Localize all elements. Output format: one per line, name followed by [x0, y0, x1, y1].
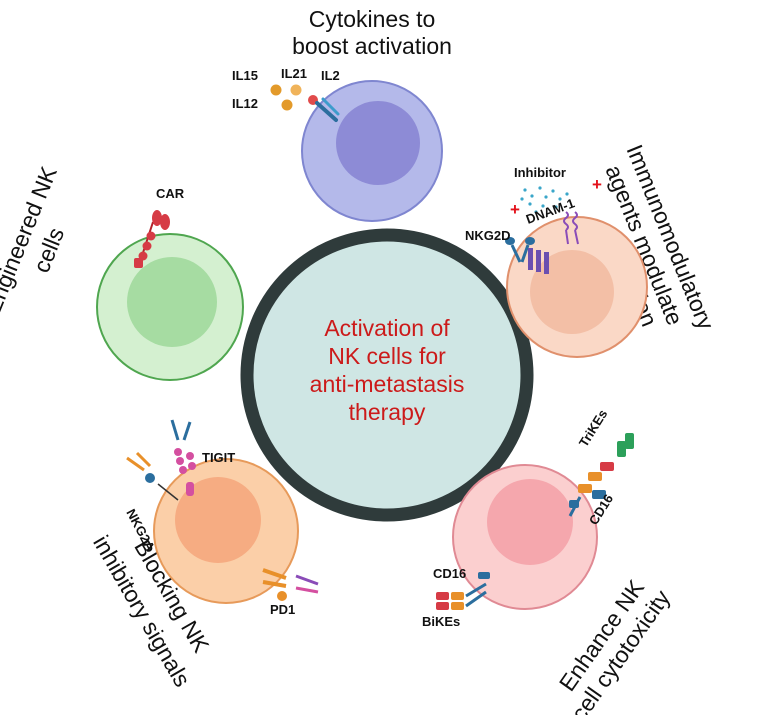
blocking-nucleus	[175, 477, 261, 563]
tigit-label: TIGIT	[202, 450, 235, 465]
pd1-label: PD1	[270, 602, 295, 617]
il12-label: IL12	[232, 96, 258, 111]
inhibitor-dots-icon	[520, 186, 569, 214]
immunomodulatory-panel: Immunomodulatory agents modulate activat…	[465, 141, 720, 358]
bikes-label: BiKEs	[422, 614, 460, 629]
cd16-bottom-label: CD16	[433, 566, 466, 581]
bikes-icon	[436, 572, 490, 610]
il15-icon	[270, 84, 282, 96]
trikes-label: TriKEs	[576, 407, 611, 450]
center-line-1: Activation of	[324, 315, 450, 341]
tigit-receptor-icon	[170, 419, 196, 496]
car-icon	[134, 210, 170, 268]
blocking-panel: Blocking NK inhibitory signals TI	[88, 419, 319, 691]
il2-label: IL2	[321, 68, 340, 83]
pd1-receptor-icon	[262, 568, 319, 601]
il15-label: IL15	[232, 68, 258, 83]
enhance-nucleus	[487, 479, 573, 565]
cytokines-caption-2: boost activation	[292, 33, 452, 59]
trikes-icon	[568, 433, 634, 517]
cytokines-caption-1: Cytokines to	[309, 6, 436, 32]
center-line-3: anti-metastasis	[310, 371, 465, 397]
center-circle	[240, 228, 534, 522]
center-line-2: NK cells for	[328, 343, 446, 369]
center-node: Activation of NK cells for anti-metastas…	[240, 228, 534, 522]
engineered-panel: Engineered NK cells CAR	[0, 162, 244, 381]
immuno-nucleus	[530, 250, 614, 334]
il21-label: IL21	[281, 66, 307, 81]
cytokines-nucleus	[336, 101, 420, 185]
dnam1-receptor-icon	[563, 211, 579, 245]
engineered-nucleus	[127, 257, 217, 347]
il21-icon	[290, 84, 302, 96]
inhibitor-label: Inhibitor	[514, 165, 566, 180]
nkg2d-plus-icon: +	[510, 200, 520, 219]
dnam1-plus-icon: +	[592, 175, 602, 194]
nkg2d-label: NKG2D	[465, 228, 511, 243]
il2-receptor-icon	[315, 97, 340, 122]
car-label: CAR	[156, 186, 185, 201]
il12-icon	[281, 99, 293, 111]
center-line-4: therapy	[349, 399, 426, 425]
cytokines-panel: Cytokines to boost activation IL15 IL21 …	[232, 6, 452, 222]
nkg2d-receptor-icon	[505, 237, 549, 274]
nkg2a-receptor-icon	[126, 451, 179, 501]
